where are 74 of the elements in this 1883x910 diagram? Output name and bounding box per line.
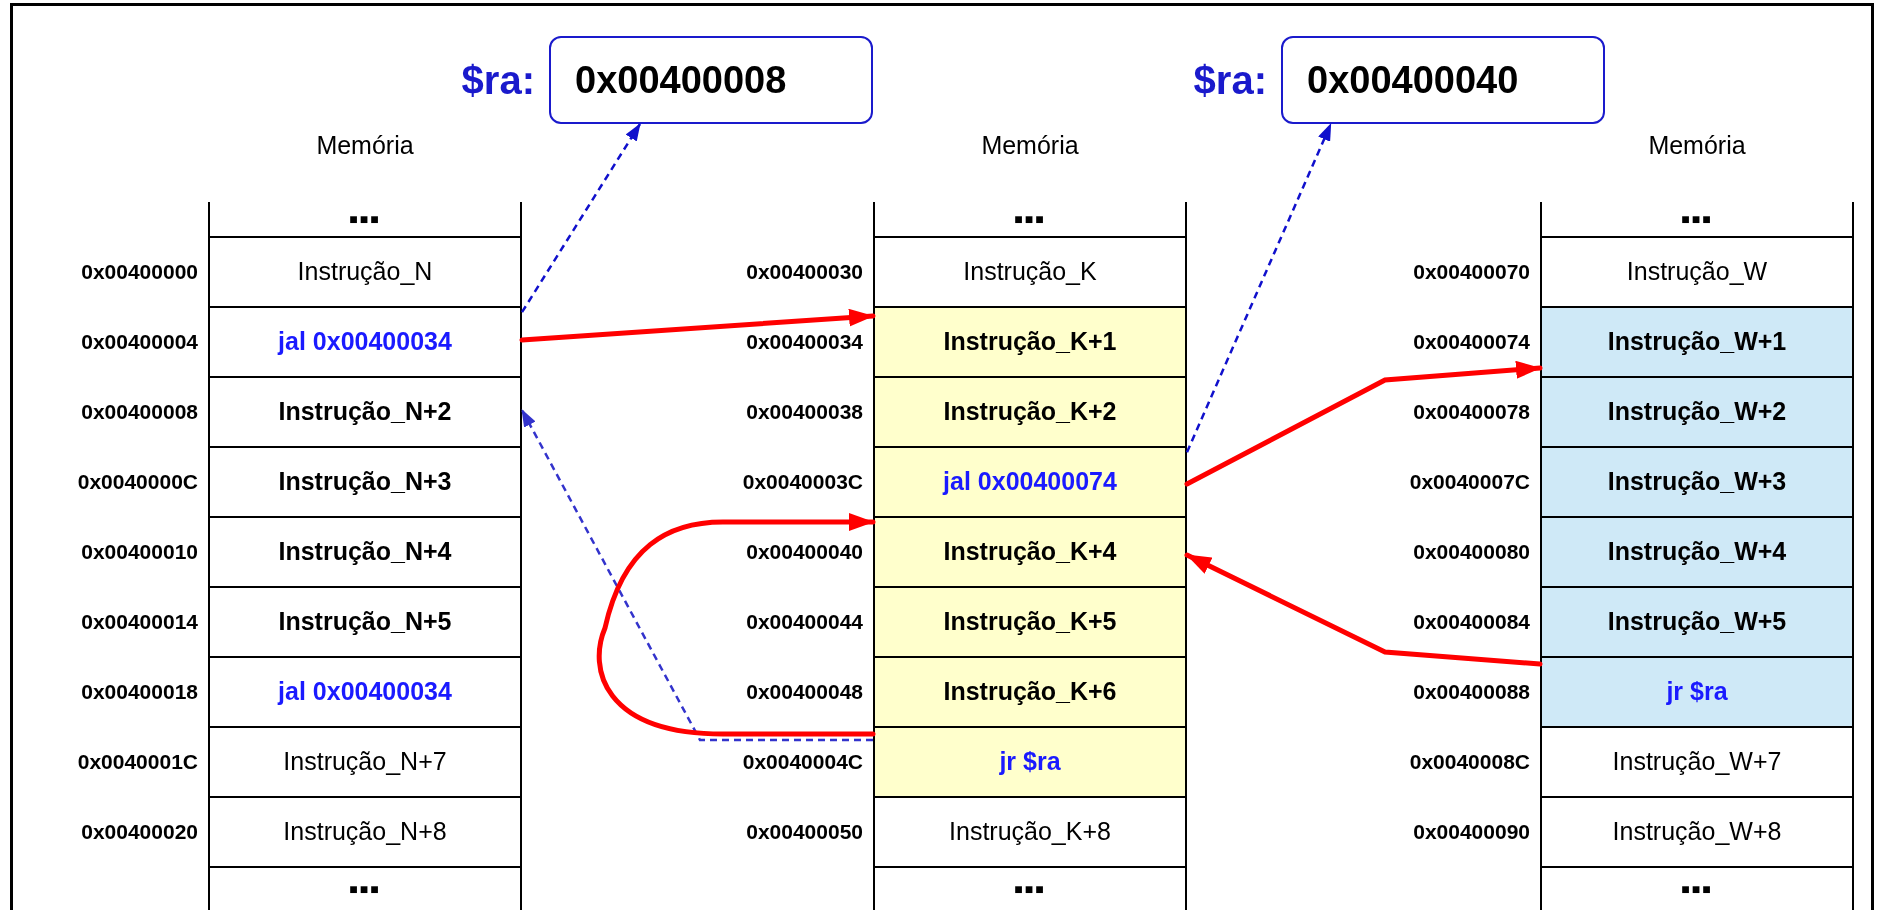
address-label: 0x00400050	[746, 819, 863, 845]
instruction-text: Instrução_N+7	[283, 746, 447, 778]
arrow	[1184, 552, 1543, 667]
address-label: 0x00400034	[746, 329, 863, 355]
arrow	[520, 409, 873, 742]
instruction-text: Instrução_N+4	[278, 536, 452, 568]
address-label: 0x00400090	[1413, 819, 1530, 845]
ellipsis-mark: ■■■	[1014, 212, 1046, 226]
address-label: 0x00400014	[81, 609, 198, 635]
instruction-text: Instrução_W+1	[1607, 326, 1787, 358]
register-box: 0x00400040	[1281, 36, 1605, 124]
instruction-text: Instrução_K+2	[943, 396, 1117, 428]
address-label: 0x0040000C	[77, 469, 198, 495]
instruction-text: Instrução_W+4	[1607, 536, 1787, 568]
instruction-text: Instrução_N	[297, 256, 433, 288]
column-heading: Memória	[981, 130, 1079, 160]
ellipsis-mark: ■■■	[1014, 882, 1046, 896]
address-label: 0x00400088	[1413, 679, 1530, 705]
instruction-text: Instrução_W+2	[1607, 396, 1787, 428]
arrow	[520, 123, 642, 313]
address-label: 0x0040007C	[1409, 469, 1530, 495]
arrow	[1184, 360, 1543, 487]
instruction-text: Instrução_W+8	[1612, 816, 1782, 848]
instruction-text: Instrução_W+5	[1607, 606, 1787, 638]
instruction-text: jal 0x00400074	[943, 466, 1117, 498]
instruction-text: Instrução_K+6	[943, 676, 1117, 708]
address-label: 0x00400074	[1413, 329, 1530, 355]
instruction-text: Instrução_K+8	[949, 816, 1111, 848]
instruction-text: Instrução_N+5	[278, 606, 452, 638]
register-box: 0x00400008	[549, 36, 873, 124]
instruction-text: jr $ra	[999, 746, 1061, 778]
address-label: 0x00400080	[1413, 539, 1530, 565]
instruction-text: Instrução_W	[1626, 256, 1768, 288]
instruction-text: Instrução_N+2	[278, 396, 452, 428]
register-label: $ra:	[461, 60, 535, 100]
instruction-text: jr $ra	[1666, 676, 1728, 708]
arrow	[596, 513, 876, 737]
address-label: 0x0040001C	[77, 749, 198, 775]
address-label: 0x0040004C	[742, 749, 863, 775]
address-label: 0x00400044	[746, 609, 863, 635]
instruction-text: jal 0x00400034	[278, 326, 452, 358]
address-label: 0x0040003C	[742, 469, 863, 495]
instruction-text: Instrução_W+3	[1607, 466, 1787, 498]
ellipsis-mark: ■■■	[349, 882, 381, 896]
instruction-text: Instrução_N+3	[278, 466, 452, 498]
instruction-text: Instrução_K+4	[943, 536, 1117, 568]
address-label: 0x00400018	[81, 679, 198, 705]
column-heading: Memória	[1648, 130, 1746, 160]
ellipsis-mark: ■■■	[1681, 882, 1713, 896]
address-label: 0x00400078	[1413, 399, 1530, 425]
address-label: 0x00400040	[746, 539, 863, 565]
address-label: 0x00400038	[746, 399, 863, 425]
instruction-text: jal 0x00400034	[278, 676, 452, 708]
address-label: 0x00400020	[81, 819, 198, 845]
address-label: 0x00400030	[746, 259, 863, 285]
address-label: 0x00400010	[81, 539, 198, 565]
arrow	[519, 308, 876, 343]
register-label: $ra:	[1193, 60, 1267, 100]
address-label: 0x00400070	[1413, 259, 1530, 285]
address-label: 0x0040008C	[1409, 749, 1530, 775]
ellipsis-mark: ■■■	[1681, 212, 1713, 226]
address-label: 0x00400008	[81, 399, 198, 425]
instruction-text: Instrução_K+1	[943, 326, 1117, 358]
ellipsis-mark: ■■■	[349, 212, 381, 226]
arrow	[1185, 123, 1332, 453]
instruction-text: Instrução_N+8	[283, 816, 447, 848]
address-label: 0x00400084	[1413, 609, 1530, 635]
column-heading: Memória	[316, 130, 414, 160]
instruction-text: Instrução_K	[963, 256, 1097, 288]
address-label: 0x00400004	[81, 329, 198, 355]
address-label: 0x00400000	[81, 259, 198, 285]
instruction-text: Instrução_K+5	[943, 606, 1117, 638]
instruction-text: Instrução_W+7	[1612, 746, 1782, 778]
address-label: 0x00400048	[746, 679, 863, 705]
